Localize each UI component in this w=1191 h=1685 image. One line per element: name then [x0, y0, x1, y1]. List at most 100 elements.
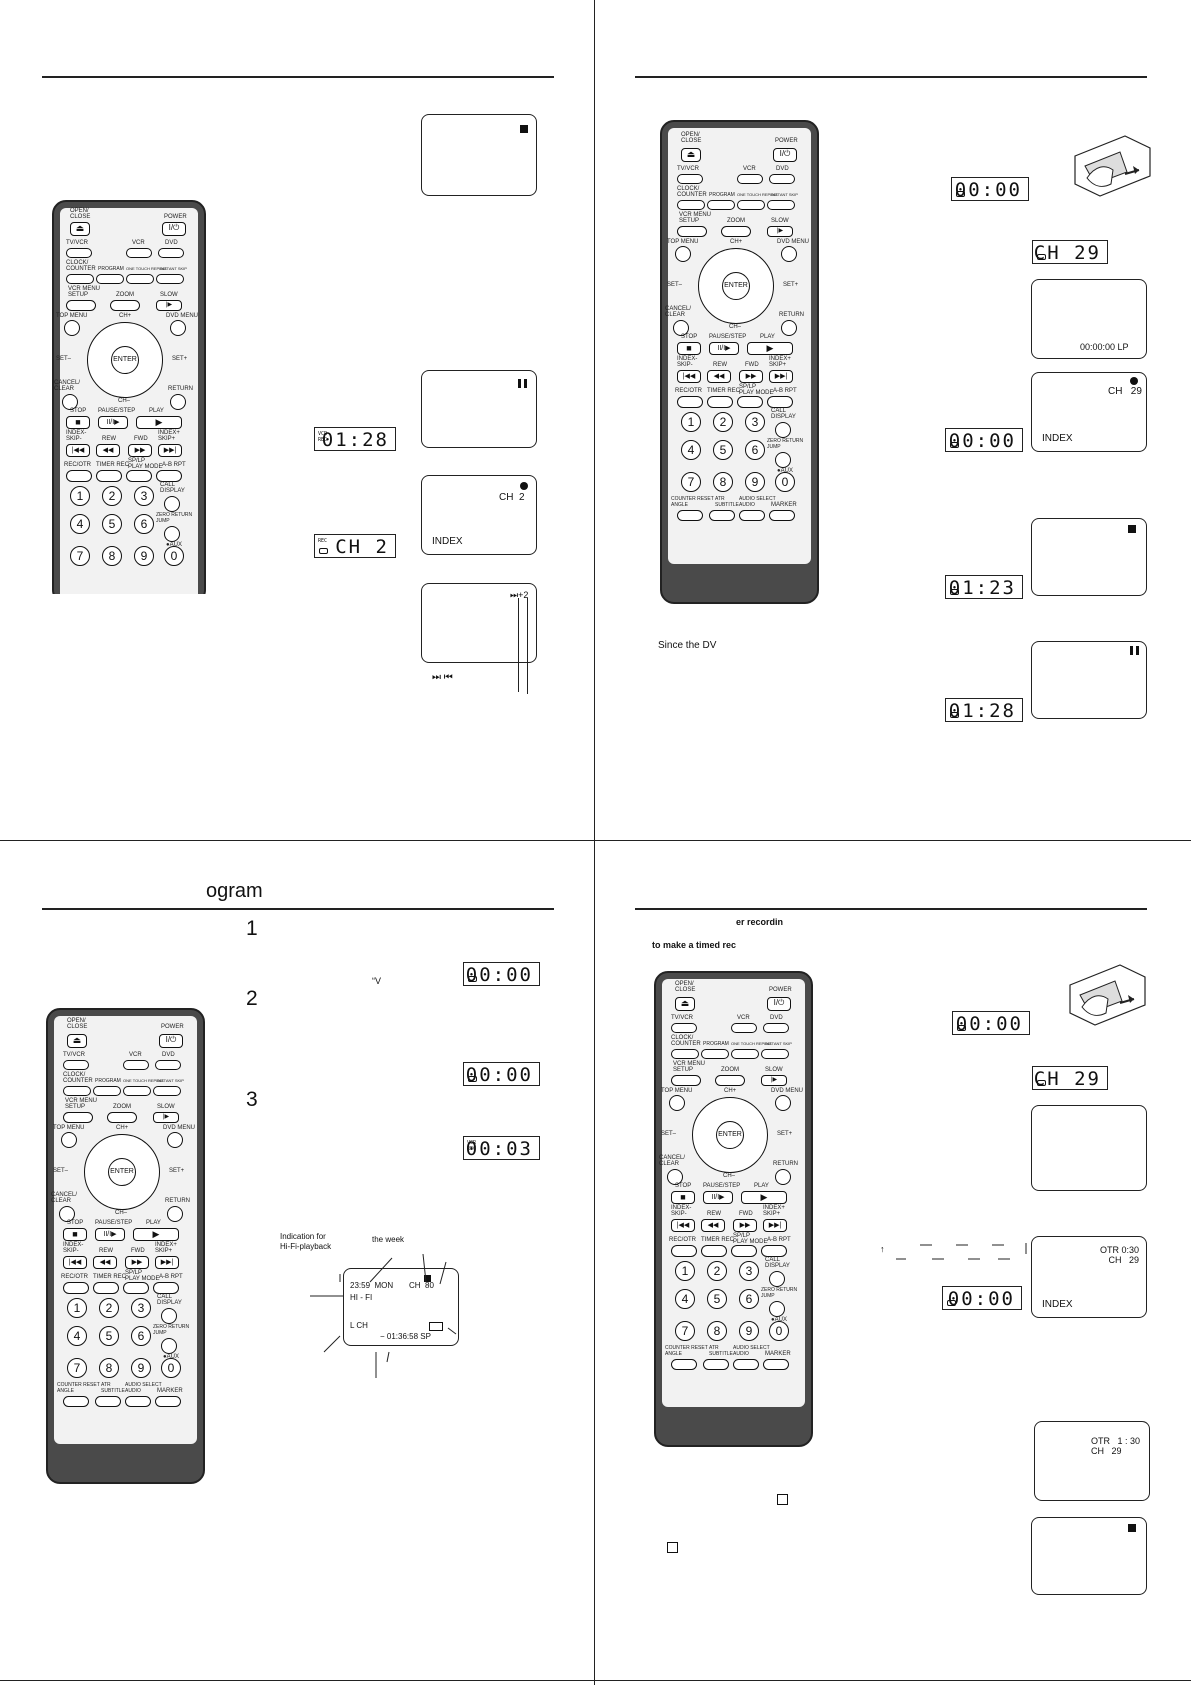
digit-1-button[interactable]: 1 [675, 1261, 695, 1281]
sp-lp-play-mode-button[interactable] [737, 396, 763, 408]
digit-1-button[interactable]: 1 [681, 412, 701, 432]
vcr-menu-setup-button[interactable] [63, 1112, 93, 1123]
rec-otr-button[interactable] [63, 1282, 89, 1294]
zoom-button[interactable] [107, 1112, 137, 1123]
zoom-button[interactable] [721, 226, 751, 237]
vcr-button[interactable] [123, 1060, 149, 1070]
slow-button[interactable]: |▶ [767, 226, 793, 237]
sp-lp-play-mode-button[interactable] [126, 470, 152, 482]
tv-vcr-button[interactable] [671, 1023, 697, 1033]
digit-9-button[interactable]: 9 [131, 1358, 151, 1378]
digit-8-button[interactable]: 8 [99, 1358, 119, 1378]
rec-otr-button[interactable] [671, 1245, 697, 1257]
timer-rec-button[interactable] [93, 1282, 119, 1294]
one-touch-repeat-button[interactable] [123, 1086, 151, 1096]
index-skip-plus-button[interactable]: ▶▶| [763, 1219, 787, 1232]
one-touch-repeat-button[interactable] [737, 200, 765, 210]
zero-return-jump-button[interactable] [769, 1301, 785, 1317]
vcr-button[interactable] [737, 174, 763, 184]
digit-2-button[interactable]: 2 [102, 486, 122, 506]
power-button[interactable]: I/⏻ [767, 997, 791, 1011]
rew-button[interactable]: ◀◀ [707, 370, 731, 383]
enter-button[interactable]: ENTER [111, 346, 139, 374]
dvd-button[interactable] [763, 1023, 789, 1033]
program-button[interactable] [707, 200, 735, 210]
digit-7-button[interactable]: 7 [675, 1321, 695, 1341]
one-touch-repeat-button[interactable] [126, 274, 154, 284]
digit-4-button[interactable]: 4 [67, 1326, 87, 1346]
digit-2-button[interactable]: 2 [713, 412, 733, 432]
rec-otr-button[interactable] [677, 396, 703, 408]
slow-button[interactable]: |▶ [153, 1112, 179, 1123]
dvd-menu-button[interactable] [781, 246, 797, 262]
call-display-button[interactable] [769, 1271, 785, 1287]
open-close-button[interactable]: ⏏ [675, 997, 695, 1011]
open-close-button[interactable]: ⏏ [70, 222, 90, 236]
audio-button[interactable] [733, 1359, 759, 1370]
program-button[interactable] [93, 1086, 121, 1096]
digit-1-button[interactable]: 1 [67, 1298, 87, 1318]
pause-step-button[interactable]: II/I▶ [703, 1191, 733, 1204]
digit-6-button[interactable]: 6 [739, 1289, 759, 1309]
digit-9-button[interactable]: 9 [134, 546, 154, 566]
vcr-button[interactable] [126, 248, 152, 258]
digit-4-button[interactable]: 4 [681, 440, 701, 460]
vcr-menu-setup-button[interactable] [671, 1075, 701, 1086]
digit-4-button[interactable]: 4 [675, 1289, 695, 1309]
one-touch-repeat-button[interactable] [731, 1049, 759, 1059]
top-menu-button[interactable] [61, 1132, 77, 1148]
dvd-menu-button[interactable] [170, 320, 186, 336]
digit-7-button[interactable]: 7 [681, 472, 701, 492]
open-close-button[interactable]: ⏏ [681, 148, 701, 162]
index-skip-plus-button[interactable]: ▶▶| [769, 370, 793, 383]
tv-vcr-button[interactable] [677, 174, 703, 184]
instant-skip-button[interactable] [156, 274, 184, 284]
angle-button[interactable] [677, 510, 703, 521]
digit-6-button[interactable]: 6 [745, 440, 765, 460]
digit-0-button[interactable]: 0 [164, 546, 184, 566]
digit-8-button[interactable]: 8 [707, 1321, 727, 1341]
angle-button[interactable] [671, 1359, 697, 1370]
clock-counter-button[interactable] [677, 200, 705, 210]
index-skip-minus-button[interactable]: |◀◀ [671, 1219, 695, 1232]
power-button[interactable]: I/⏻ [159, 1034, 183, 1048]
zero-return-jump-button[interactable] [164, 526, 180, 542]
ab-rpt-button[interactable] [767, 396, 793, 408]
digit-4-button[interactable]: 4 [70, 514, 90, 534]
subtitle-button[interactable] [703, 1359, 729, 1370]
top-menu-button[interactable] [675, 246, 691, 262]
open-close-button[interactable]: ⏏ [67, 1034, 87, 1048]
return-button[interactable] [167, 1206, 183, 1222]
enter-button[interactable]: ENTER [108, 1158, 136, 1186]
tv-vcr-button[interactable] [66, 248, 92, 258]
digit-9-button[interactable]: 9 [739, 1321, 759, 1341]
fwd-button[interactable]: ▶▶ [128, 444, 152, 457]
zero-return-jump-button[interactable] [775, 452, 791, 468]
play-button[interactable]: ▶ [136, 416, 182, 429]
pause-step-button[interactable]: II/I▶ [98, 416, 128, 429]
subtitle-button[interactable] [709, 510, 735, 521]
index-skip-minus-button[interactable]: |◀◀ [677, 370, 701, 383]
vcr-menu-setup-button[interactable] [66, 300, 96, 311]
digit-3-button[interactable]: 3 [745, 412, 765, 432]
digit-0-button[interactable]: 0 [161, 1358, 181, 1378]
fwd-button[interactable]: ▶▶ [125, 1256, 149, 1269]
program-button[interactable] [701, 1049, 729, 1059]
digit-8-button[interactable]: 8 [713, 472, 733, 492]
rew-button[interactable]: ◀◀ [701, 1219, 725, 1232]
timer-rec-button[interactable] [701, 1245, 727, 1257]
play-button[interactable]: ▶ [133, 1228, 179, 1241]
power-button[interactable]: I/⏻ [162, 222, 186, 236]
digit-1-button[interactable]: 1 [70, 486, 90, 506]
call-display-button[interactable] [775, 422, 791, 438]
tv-vcr-button[interactable] [63, 1060, 89, 1070]
instant-skip-button[interactable] [153, 1086, 181, 1096]
sp-lp-play-mode-button[interactable] [731, 1245, 757, 1257]
dvd-button[interactable] [158, 248, 184, 258]
vcr-menu-setup-button[interactable] [677, 226, 707, 237]
digit-3-button[interactable]: 3 [134, 486, 154, 506]
stop-button[interactable]: ■ [677, 342, 701, 355]
index-skip-plus-button[interactable]: ▶▶| [155, 1256, 179, 1269]
marker-button[interactable] [155, 1396, 181, 1407]
digit-7-button[interactable]: 7 [70, 546, 90, 566]
